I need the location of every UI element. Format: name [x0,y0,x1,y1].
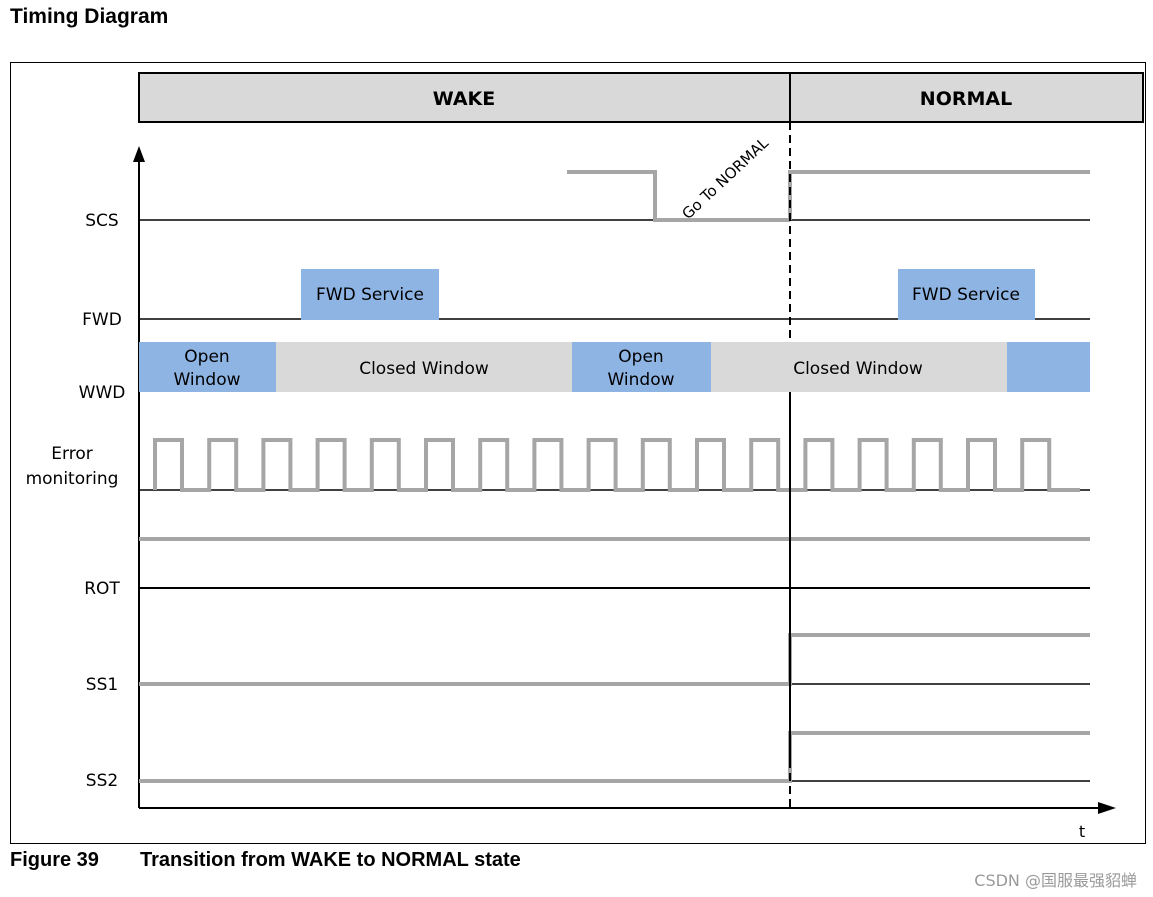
signal-label-wwd: WWD [79,383,126,403]
page-heading: Timing Diagram [10,5,169,28]
fwd-service-label-2: FWD Service [912,285,1020,305]
signal-label-error-1: Error [51,444,92,464]
ss1-trace [139,633,1090,686]
closed-window-2-label: Closed Window [793,359,923,379]
figure-number: Figure 39 [10,849,99,871]
signal-label-scs: SCS [85,211,118,231]
open-window-2-line2: Window [607,370,674,390]
scs-trace-normal [788,170,1090,220]
watermark: CSDN @国服最强貂蝉 [974,871,1137,890]
closed-window-1-label: Closed Window [359,359,489,379]
wwd-closed-window-1 [276,342,572,392]
signal-label-rot: ROT [84,579,120,599]
signal-label-ss1: SS1 [86,675,118,695]
y-axis-arrow [133,146,145,162]
wwd-open-window-3 [1007,342,1090,392]
open-window-1-line1: Open [184,347,229,367]
state-label-wake: WAKE [433,88,496,110]
signal-label-fwd: FWD [82,310,122,330]
time-axis-label: t [1079,822,1085,841]
state-label-normal: NORMAL [920,88,1012,110]
fwd-service-label-1: FWD Service [316,285,424,305]
scs-trace-wake [567,170,790,222]
wwd-closed-window-2 [711,342,1007,392]
fwd-service-box-2 [898,269,1035,320]
signal-label-error-2: monitoring [26,469,119,489]
error-monitoring-pulse-train [153,438,1080,492]
figure-caption: Figure 39 Transition from WAKE to NORMAL … [10,849,521,872]
ss2-trace [139,731,1090,783]
wwd-open-window-1 [139,342,276,392]
fwd-service-box-1 [301,269,439,320]
x-axis-arrow [1098,802,1116,814]
state-bar-normal [789,72,1144,123]
state-bar-wake [138,72,791,123]
signal-label-ss2: SS2 [86,771,118,791]
figure-title: Transition from WAKE to NORMAL state [140,849,521,871]
open-window-2-line1: Open [618,347,663,367]
wwd-open-window-2 [572,342,711,392]
go-to-normal-annotation: Go To NORMAL [678,134,772,223]
open-window-1-line2: Window [173,370,240,390]
diagram-frame [10,62,1146,844]
